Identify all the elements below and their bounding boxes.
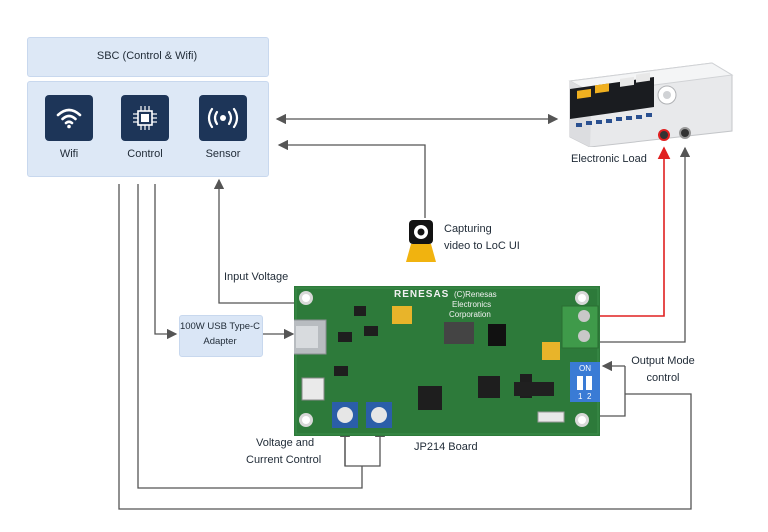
sensor-label: Sensor [205, 148, 241, 160]
board-silkscreen-line3: Electronics [452, 300, 492, 309]
electronic-load-device [562, 57, 734, 148]
webcam-icon [405, 218, 437, 262]
board-label: JP214 Board [414, 441, 478, 453]
adapter-line2: Adapter [203, 336, 237, 347]
voltage-current-line2: Current Control [246, 454, 322, 466]
adapter-line1: 100W USB Type-C [179, 321, 261, 332]
board-load-pos-link [600, 146, 671, 317]
sensor-tile [199, 95, 247, 141]
board-silkscreen-brand: RENESAS [394, 289, 450, 300]
dip-switch-on-label: ON [579, 364, 591, 373]
sensor-icon [207, 107, 239, 129]
jp214-board: RENESAS (C)Renesas Electronics Corporati… [291, 286, 600, 436]
input-voltage-label: Input Voltage [224, 271, 289, 283]
input-voltage-link [213, 178, 300, 304]
board-silkscreen-line4: Corporation [449, 310, 491, 319]
board-load-neg-link [600, 146, 691, 343]
camera-label-line1: Capturing [444, 223, 492, 235]
adapter-box [179, 315, 263, 357]
sbc-title: SBC (Control & Wifi) [96, 50, 198, 62]
control-adapter-link [154, 184, 178, 340]
camera-label-line2: video to LoC UI [444, 240, 520, 252]
output-mode-bracket [600, 366, 626, 417]
control-tile [121, 95, 169, 141]
wifi-label: Wifi [59, 148, 79, 160]
dip-switch-1-label: 1 [578, 392, 583, 401]
control-pots-link [137, 184, 363, 489]
sbc-title-box [27, 37, 269, 77]
control-label: Control [127, 148, 163, 160]
camera-sbc-link [277, 139, 426, 218]
output-mode-line2: control [646, 372, 680, 384]
voltage-current-line1: Voltage and [256, 437, 315, 449]
wifi-tile [45, 95, 93, 141]
dip-switch-2-label: 2 [587, 392, 592, 401]
board-silkscreen-line2: (C)Renesas [454, 290, 497, 299]
chip-icon [133, 106, 157, 130]
output-mode-line1: Output Mode [631, 355, 695, 367]
sbc-output-mode-link [118, 184, 692, 510]
wifi-icon [56, 108, 82, 129]
electronic-load-label: Electronic Load [571, 153, 647, 165]
